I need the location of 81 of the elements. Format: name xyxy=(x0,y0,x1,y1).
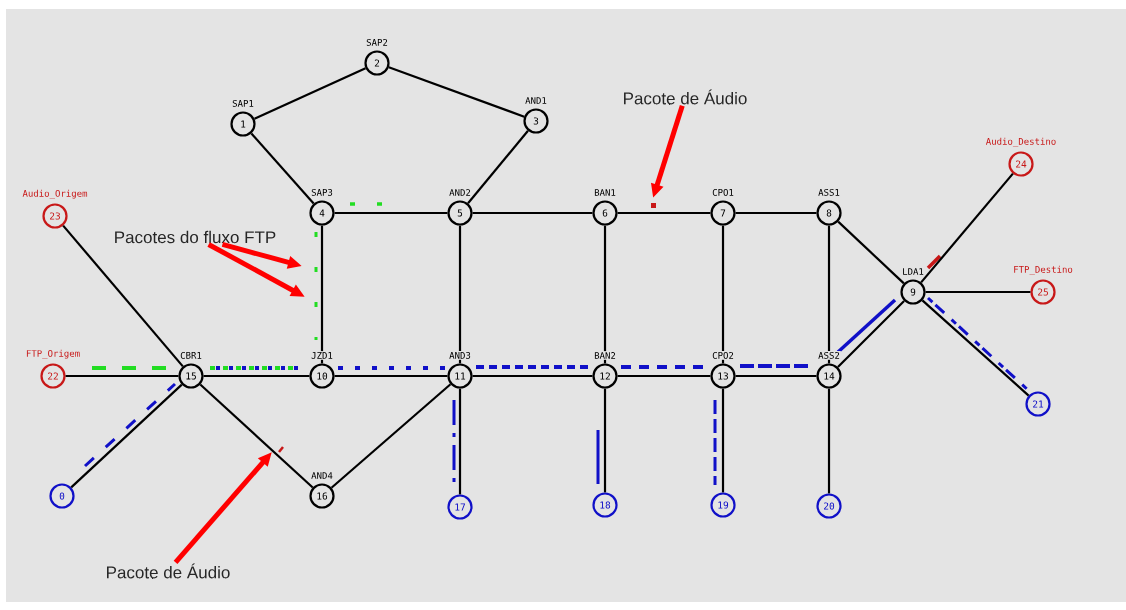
network-link xyxy=(334,374,448,378)
network-node: 22 xyxy=(40,363,66,389)
network-link xyxy=(62,224,184,368)
network-node: 20 xyxy=(816,493,842,519)
node-name-label: SAP2 xyxy=(365,38,389,47)
network-node: 19 xyxy=(710,492,736,518)
network-node: 1 xyxy=(230,111,256,137)
network-link xyxy=(334,211,448,215)
callout-text: Pacote de Áudio xyxy=(624,89,747,105)
network-link xyxy=(472,211,593,215)
network-link xyxy=(827,388,831,494)
network-node: 8 xyxy=(816,200,842,226)
network-node: 10 xyxy=(309,363,335,389)
network-node: 16 xyxy=(309,483,335,509)
node-name-label: AND4 xyxy=(310,471,334,480)
network-node: 24 xyxy=(1008,151,1034,177)
node-name-label: FTP_Origem xyxy=(24,348,82,360)
network-link xyxy=(921,299,1030,397)
network-node: 5 xyxy=(447,200,473,226)
network-link xyxy=(721,225,725,364)
node-name-label: BAN2 xyxy=(593,351,617,360)
network-link xyxy=(254,67,366,120)
network-link xyxy=(467,130,529,204)
network-node: 3 xyxy=(523,108,549,134)
network-link xyxy=(603,225,607,364)
network-link xyxy=(199,383,314,489)
node-name-label: FTP_Destino xyxy=(1012,264,1074,276)
network-node: 11 xyxy=(447,363,473,389)
network-node: 25 xyxy=(1030,279,1056,305)
network-link xyxy=(617,374,711,378)
node-name-label: LDA1 xyxy=(901,267,925,276)
network-link xyxy=(920,172,1014,284)
network-link xyxy=(735,211,817,215)
node-name-label: AND2 xyxy=(448,188,472,197)
network-link xyxy=(472,374,593,378)
network-link xyxy=(721,388,725,493)
network-link xyxy=(320,225,324,364)
node-name-label: CBR1 xyxy=(179,351,203,360)
callout-text: Pacote de Áudio xyxy=(107,563,230,579)
node-name-label: Audio_Origem xyxy=(21,188,89,200)
network-node: 6 xyxy=(592,200,618,226)
network-node: 13 xyxy=(710,363,736,389)
network-node: 14 xyxy=(816,363,842,389)
node-name-label: ASS1 xyxy=(817,188,841,197)
network-link xyxy=(837,220,905,285)
network-link xyxy=(330,383,452,489)
network-link xyxy=(458,388,462,495)
network-link xyxy=(458,225,462,364)
network-link xyxy=(837,300,905,368)
network-link xyxy=(827,225,831,364)
network-node: 17 xyxy=(447,494,473,520)
network-node: 21 xyxy=(1025,391,1051,417)
network-link xyxy=(925,290,1031,294)
network-node: 15 xyxy=(178,363,204,389)
network-link xyxy=(65,374,179,378)
node-name-label: AND3 xyxy=(448,351,472,360)
node-name-label: AND1 xyxy=(524,96,548,105)
callout-text: Pacotes do fluxo FTP xyxy=(115,230,276,244)
network-node: 18 xyxy=(592,492,618,518)
node-name-label: ASS2 xyxy=(817,351,841,360)
network-node: 0 xyxy=(49,483,75,509)
node-name-label: Audio_Destino xyxy=(984,136,1058,148)
node-name-label: SAP1 xyxy=(231,99,255,108)
network-link xyxy=(388,66,525,118)
network-link xyxy=(70,383,183,489)
network-node: 12 xyxy=(592,363,618,389)
network-node: 2 xyxy=(364,50,390,76)
node-name-label: BAN1 xyxy=(593,188,617,197)
network-link xyxy=(603,388,607,493)
node-name-label: CPO2 xyxy=(711,351,735,360)
network-node: 23 xyxy=(42,203,68,229)
network-link xyxy=(617,211,711,215)
node-name-label: CPO1 xyxy=(711,188,735,197)
network-link xyxy=(203,374,310,378)
network-node: 7 xyxy=(710,200,736,226)
network-node: 9 xyxy=(900,279,926,305)
node-name-label: JZD1 xyxy=(310,351,334,360)
network-node: 4 xyxy=(309,200,335,226)
network-link xyxy=(250,132,315,205)
network-link xyxy=(735,374,817,378)
node-name-label: SAP3 xyxy=(310,188,334,197)
